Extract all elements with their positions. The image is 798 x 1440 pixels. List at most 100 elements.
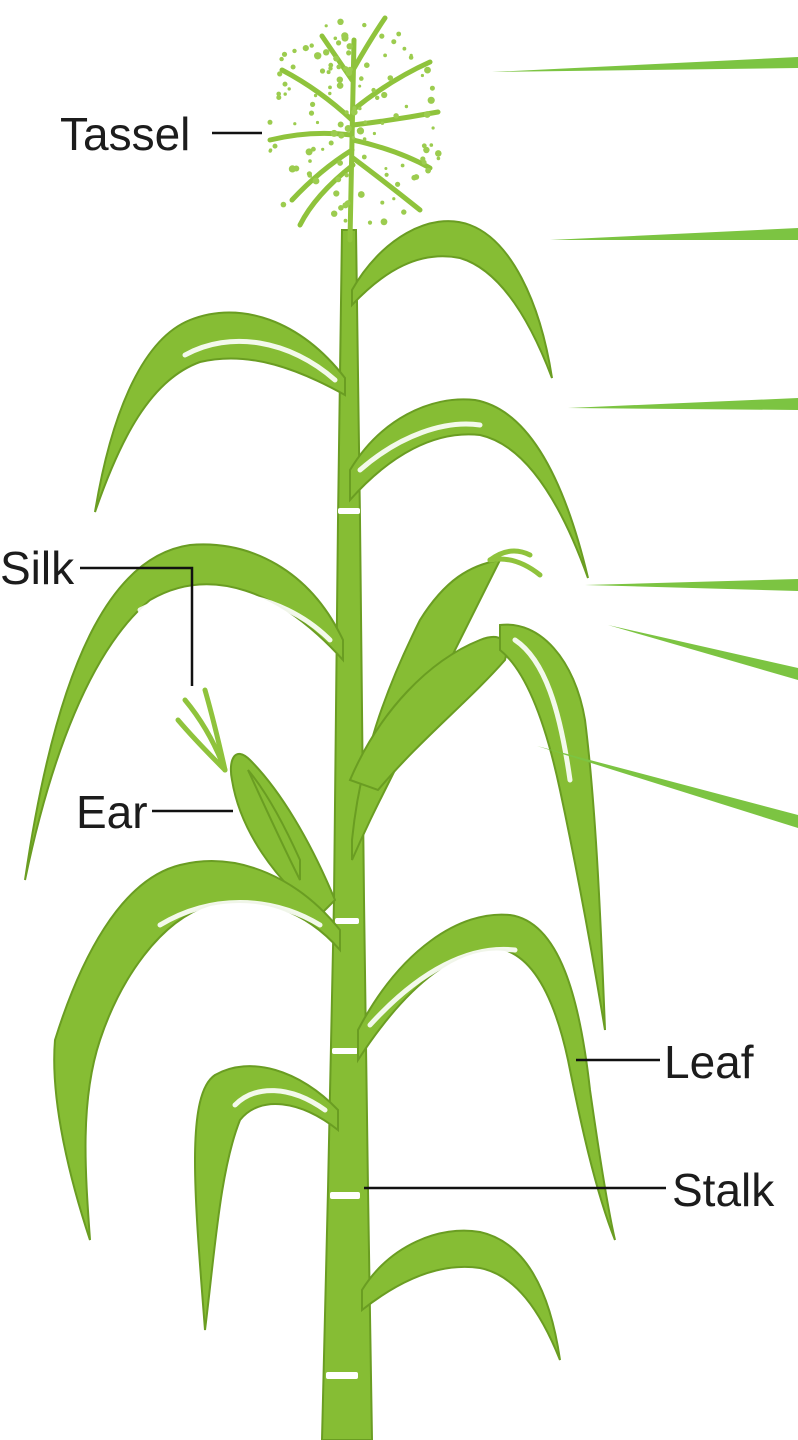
tassel-speckle	[291, 65, 296, 70]
tassel-speckle	[284, 92, 287, 95]
tassel-speckle	[381, 92, 387, 98]
tassel-speckle	[424, 67, 431, 74]
tassel-speckle	[337, 160, 343, 166]
tassel-speckle	[269, 148, 272, 151]
tassel-speckle	[331, 211, 337, 217]
tassel-speckle	[333, 56, 339, 62]
leaf-shape	[352, 221, 552, 378]
tassel-speckle	[282, 52, 287, 57]
tassel-speckle	[342, 35, 349, 42]
tassel-speckle	[337, 77, 343, 83]
stalk-node	[330, 1192, 360, 1199]
leaf-shape	[362, 1231, 560, 1360]
tassel-speckle	[328, 86, 332, 90]
tassel-speckle	[310, 102, 315, 107]
tassel-speckle	[273, 144, 278, 149]
tassel-speckle	[328, 66, 332, 70]
tassel-speckle	[405, 105, 408, 108]
tassel-speckle	[358, 191, 365, 198]
tassel-speckle	[345, 110, 349, 114]
tassel-speckle	[288, 87, 291, 90]
tassel-speckle	[364, 62, 370, 68]
callout-pointer	[550, 228, 798, 240]
tassel-speckle	[357, 127, 364, 134]
tassel-speckle	[327, 70, 331, 74]
tassel-speckle	[352, 106, 356, 110]
tassel-speckle	[401, 164, 405, 168]
silk-graphic	[178, 690, 225, 770]
tassel-speckle	[346, 50, 351, 55]
tassel-graphic	[268, 18, 442, 240]
tassel-speckle	[345, 125, 352, 132]
tassel-speckle	[428, 97, 435, 104]
tassel-speckle	[430, 86, 435, 91]
tassel-speckle	[331, 130, 338, 137]
tassel-speckle	[313, 178, 320, 185]
tassel-speckle	[347, 43, 353, 49]
tassel-speckle	[363, 137, 367, 141]
tassel-speckle	[337, 19, 343, 25]
tassel-speckle	[425, 168, 431, 174]
tassel-speckle	[383, 54, 387, 58]
tassel-speckle	[308, 159, 312, 163]
tassel-speckle	[277, 71, 282, 76]
callout-pointer	[608, 625, 798, 680]
tassel-speckle	[423, 147, 429, 153]
tassel-speckle	[363, 120, 367, 124]
tassel-speckle	[309, 111, 314, 116]
stalk-node	[338, 508, 360, 514]
tassel-speckle	[276, 92, 281, 97]
stalk-graphic	[322, 230, 372, 1440]
tassel-speckle	[391, 39, 396, 44]
tassel-speckle	[401, 209, 406, 214]
callout-pointer	[585, 579, 798, 591]
tassel-speckle	[392, 197, 395, 200]
leaf-shape	[358, 915, 615, 1240]
stalk-body	[322, 230, 372, 1440]
tassel-speckle	[292, 49, 296, 53]
tassel-speckle	[329, 141, 334, 146]
tassel-speckle	[379, 34, 384, 39]
tassel-speckle	[385, 173, 389, 177]
tassel-speckle	[362, 155, 367, 160]
tassel-speckle	[328, 92, 331, 95]
tassel-speckle	[303, 45, 309, 51]
ear-label: Ear	[76, 786, 148, 838]
tassel-speckle	[358, 85, 361, 88]
leaf-label: Leaf	[664, 1036, 754, 1088]
tassel-speckle	[388, 75, 394, 81]
silk-label: Silk	[0, 542, 75, 594]
tassel-speckle	[336, 65, 341, 70]
tassel-speckle	[321, 148, 324, 151]
tassel-speckle	[281, 202, 287, 208]
tassel-speckle	[336, 40, 341, 45]
tassel-speckle	[293, 122, 296, 125]
stalk-node	[335, 918, 359, 924]
tassel-speckle	[345, 173, 349, 177]
tassel-speckle	[325, 24, 328, 27]
tassel-speckle	[338, 122, 344, 128]
tassel-speckle	[359, 76, 364, 81]
tassel-speckle	[335, 177, 341, 183]
tassel-speckle	[411, 175, 417, 181]
tassel-speckle	[435, 150, 442, 157]
tassel-speckle	[310, 43, 314, 47]
tassel-speckle	[279, 57, 283, 61]
tassel-speckle	[316, 121, 319, 124]
tassel-speckle	[352, 136, 356, 140]
tassel-speckle	[430, 143, 434, 147]
tassel-speckle	[333, 190, 339, 196]
tassel-speckle	[311, 147, 316, 152]
stalk-label: Stalk	[672, 1164, 775, 1216]
tassel-speckle	[338, 133, 344, 139]
tassel-speckle	[432, 126, 435, 129]
callout-pointer	[568, 398, 798, 410]
tassel-speckle	[380, 201, 384, 205]
tassel-speckle	[373, 132, 376, 135]
tassel-speckle	[347, 200, 350, 203]
tassel-speckle	[409, 55, 414, 60]
tassel-speckle	[362, 23, 366, 27]
tassel-label: Tassel	[60, 108, 190, 160]
